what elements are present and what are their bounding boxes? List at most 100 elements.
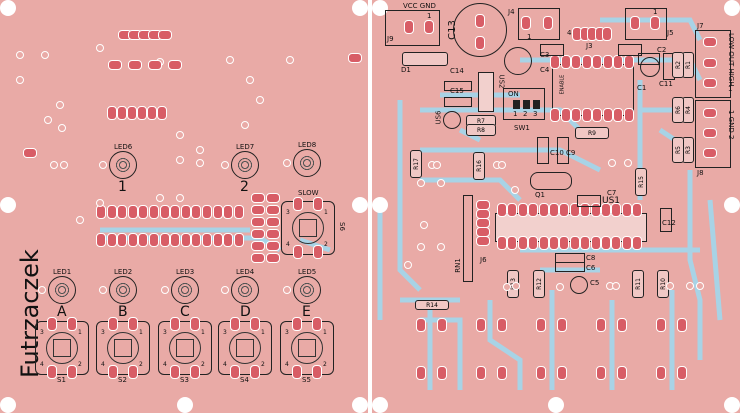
capacitor-ref: C5 bbox=[590, 279, 600, 287]
dip-toggle[interactable] bbox=[533, 100, 540, 109]
switch-pad bbox=[230, 317, 240, 331]
pad bbox=[127, 106, 137, 120]
switch-ref: S2 bbox=[118, 376, 127, 384]
pin-number: 4 bbox=[101, 361, 105, 368]
tactile-switch-1[interactable] bbox=[35, 321, 89, 375]
dip-switch-sw1[interactable] bbox=[503, 88, 545, 120]
pad bbox=[168, 60, 182, 70]
pad bbox=[528, 236, 539, 250]
pin-number: 3 bbox=[101, 329, 105, 336]
tactile-switch-2[interactable] bbox=[96, 321, 150, 375]
pad bbox=[611, 236, 622, 250]
pin-number: 4 bbox=[285, 361, 289, 368]
via bbox=[50, 161, 58, 169]
led-3 bbox=[293, 149, 321, 177]
pad bbox=[602, 108, 613, 122]
pad bbox=[703, 37, 717, 47]
switch-pad bbox=[190, 317, 200, 331]
pad bbox=[590, 236, 601, 250]
pad bbox=[538, 203, 549, 217]
switch-actuator[interactable] bbox=[176, 339, 194, 357]
via bbox=[16, 76, 24, 84]
switch-pad bbox=[312, 365, 322, 379]
ic-pad bbox=[149, 205, 159, 219]
led-7 bbox=[231, 276, 259, 304]
switch-actuator[interactable] bbox=[298, 339, 316, 357]
pad bbox=[117, 106, 127, 120]
pad bbox=[621, 236, 632, 250]
tactile-switch-6[interactable] bbox=[281, 201, 335, 255]
via bbox=[420, 221, 428, 229]
capacitor-ref: C2 bbox=[657, 46, 667, 54]
connector-j8 bbox=[695, 100, 731, 168]
header-pad bbox=[251, 253, 265, 263]
ic-pad bbox=[127, 233, 138, 247]
resistor-r11: R11 bbox=[632, 270, 644, 298]
led-caption: A bbox=[57, 304, 67, 320]
pad bbox=[521, 16, 531, 30]
pad bbox=[497, 203, 507, 217]
pad bbox=[536, 366, 546, 380]
capacitor-ref: C8 bbox=[586, 254, 596, 262]
tactile-switch-4[interactable] bbox=[218, 321, 272, 375]
c13-ref: C13 bbox=[446, 20, 458, 40]
pad bbox=[137, 106, 147, 120]
mounting-hole bbox=[548, 397, 564, 413]
pad bbox=[528, 203, 539, 217]
switch-pad bbox=[250, 317, 260, 331]
capacitor-ref: C10 bbox=[550, 149, 564, 157]
tactile-switch-3[interactable] bbox=[158, 321, 212, 375]
pad bbox=[517, 203, 528, 217]
resistor-ref: R8 bbox=[477, 126, 485, 134]
resistor-r8: R8 bbox=[466, 124, 496, 136]
via bbox=[96, 199, 104, 207]
pad bbox=[476, 318, 486, 332]
resistor-r9: R9 bbox=[575, 127, 609, 139]
dip-toggle[interactable] bbox=[523, 100, 530, 109]
led-caption: SLOW bbox=[298, 189, 319, 197]
pad bbox=[560, 108, 571, 122]
pad bbox=[128, 60, 142, 70]
capacitor-c15 bbox=[444, 97, 472, 107]
resistor-r6: R6 bbox=[672, 97, 684, 123]
header-pad bbox=[266, 241, 280, 251]
mounting-hole bbox=[352, 0, 368, 16]
rn1-ref: RN1 bbox=[453, 258, 462, 273]
us2-ref: US2 bbox=[497, 74, 506, 89]
pad bbox=[623, 55, 634, 69]
resistor-r15: R15 bbox=[635, 168, 647, 196]
switch-ref: S1 bbox=[57, 376, 66, 384]
via bbox=[666, 282, 674, 290]
pad bbox=[108, 60, 122, 70]
switch-actuator[interactable] bbox=[114, 339, 132, 357]
switch-pad bbox=[190, 365, 200, 379]
tactile-switch-5[interactable] bbox=[280, 321, 334, 375]
via bbox=[221, 161, 229, 169]
via bbox=[60, 161, 68, 169]
ic-pad bbox=[138, 205, 149, 219]
j5-pin1: 1 bbox=[653, 8, 658, 16]
dip-toggle[interactable] bbox=[513, 100, 520, 109]
mounting-hole bbox=[724, 197, 740, 213]
capacitor-c1-body bbox=[640, 57, 660, 77]
switch-actuator[interactable] bbox=[236, 339, 254, 357]
ic-pad bbox=[96, 205, 106, 219]
via bbox=[404, 261, 412, 269]
mounting-hole bbox=[0, 197, 16, 213]
pad bbox=[557, 366, 567, 380]
pad bbox=[560, 55, 571, 69]
capacitor-ref: C15 bbox=[450, 87, 464, 95]
switch-actuator[interactable] bbox=[53, 339, 71, 357]
pad bbox=[536, 318, 546, 332]
dip-position: 1 bbox=[513, 110, 518, 118]
pad bbox=[621, 203, 632, 217]
switch-pad bbox=[108, 317, 118, 331]
switch-pad bbox=[292, 317, 302, 331]
ic-pad bbox=[233, 205, 244, 219]
q1-ref: Q1 bbox=[535, 191, 545, 199]
regulator-us2 bbox=[478, 72, 494, 112]
switch-actuator[interactable] bbox=[299, 219, 317, 237]
pad bbox=[580, 236, 591, 250]
pin-number: 3 bbox=[286, 209, 290, 216]
